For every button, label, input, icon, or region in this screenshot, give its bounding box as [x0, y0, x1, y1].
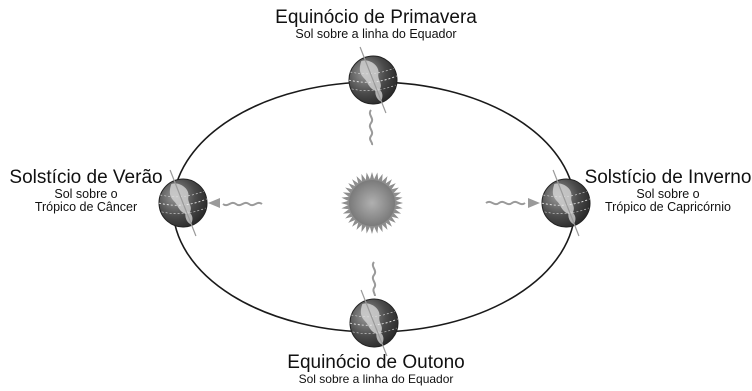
spring-equinox-subtitle: Sol sobre a linha do Equador [295, 26, 457, 41]
autumn-equinox-subtitle: Sol sobre a linha do Equador [298, 371, 454, 386]
sunray-arrowhead-left [208, 198, 220, 208]
summer-solstice-subtitle-line2: Trópico de Câncer [34, 200, 138, 215]
summer-solstice-title: Solstício de Verão [9, 167, 163, 188]
earth-globe-icon-top [345, 43, 401, 117]
winter-solstice-label: Solstício de Inverno Sol sobre o Trópico… [582, 168, 752, 214]
wavy-sunray-icon-top [368, 109, 374, 146]
autumn-equinox-label: Equinócio de Outono Sol sobre a linha do… [226, 353, 526, 386]
spring-equinox-label: Equinócio de Primavera Sol sobre a linha… [226, 8, 526, 41]
wavy-sunray-icon-left [222, 201, 263, 207]
sun-icon [341, 172, 403, 234]
autumn-equinox-title: Equinócio de Outono [287, 352, 465, 373]
sunray-arrowhead-right [528, 198, 540, 208]
winter-solstice-subtitle-line1: Sol sobre o [636, 186, 700, 201]
summer-solstice-label: Solstício de Verão Sol sobre o Trópico d… [0, 168, 172, 214]
summer-solstice-subtitle-line1: Sol sobre o [54, 186, 118, 201]
wavy-sunray-icon-bottom [371, 261, 377, 297]
winter-solstice-title: Solstício de Inverno [584, 167, 752, 188]
winter-solstice-subtitle-line2: Trópico de Capricórnio [605, 200, 731, 215]
wavy-sunray-icon-right [485, 200, 526, 206]
earth-globe-icon-bottom [346, 286, 402, 360]
spring-equinox-title: Equinócio de Primavera [275, 7, 477, 28]
